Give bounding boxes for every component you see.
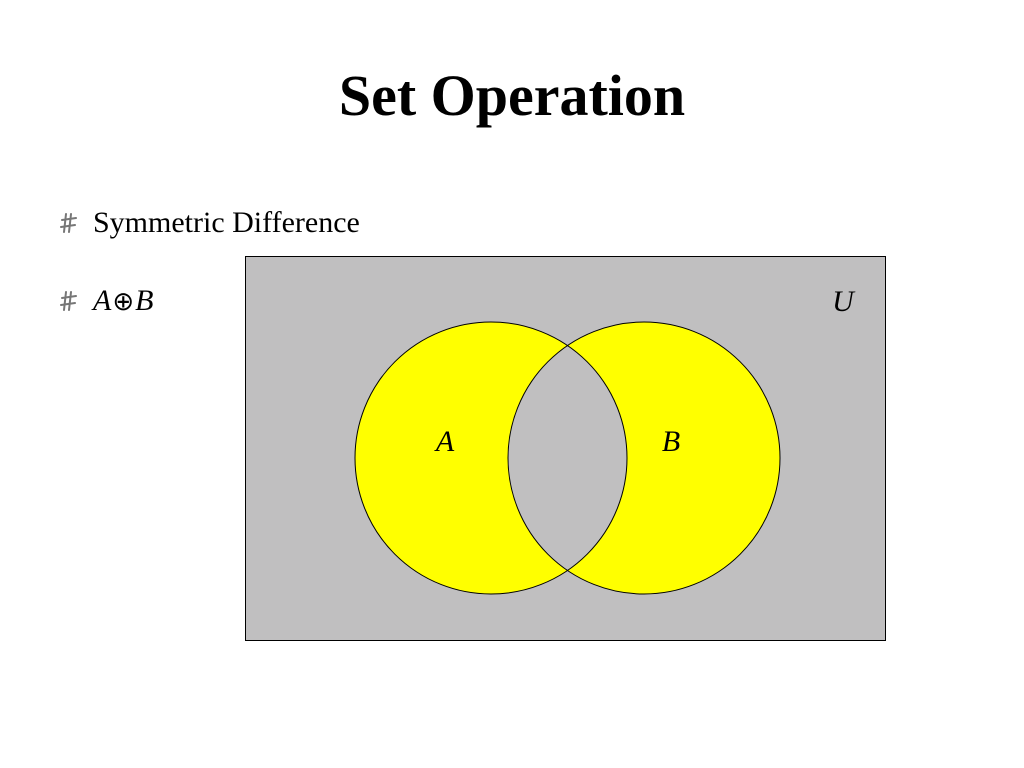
math-expression: A⊕B [93,284,153,318]
hash-bullet-icon [60,213,77,233]
expression-left-operand: A [93,284,112,317]
intersection-region [508,322,627,594]
set-b-label: B [662,425,680,458]
set-a-label: A [434,425,455,458]
bullet-expression: A⊕B [60,283,153,319]
bullet-text: Symmetric Difference [93,206,360,239]
venn-diagram: U A B [245,256,886,641]
set-a-outline [354,321,628,595]
hash-bullet-icon [60,291,77,311]
oplus-operator: ⊕ [112,287,135,317]
bullet-symmetric-difference: Symmetric Difference [60,205,360,241]
slide-title: Set Operation [338,63,686,128]
universe-label: U [832,285,856,318]
expression-right-operand: B [135,284,154,317]
set-b-outline [507,321,781,595]
